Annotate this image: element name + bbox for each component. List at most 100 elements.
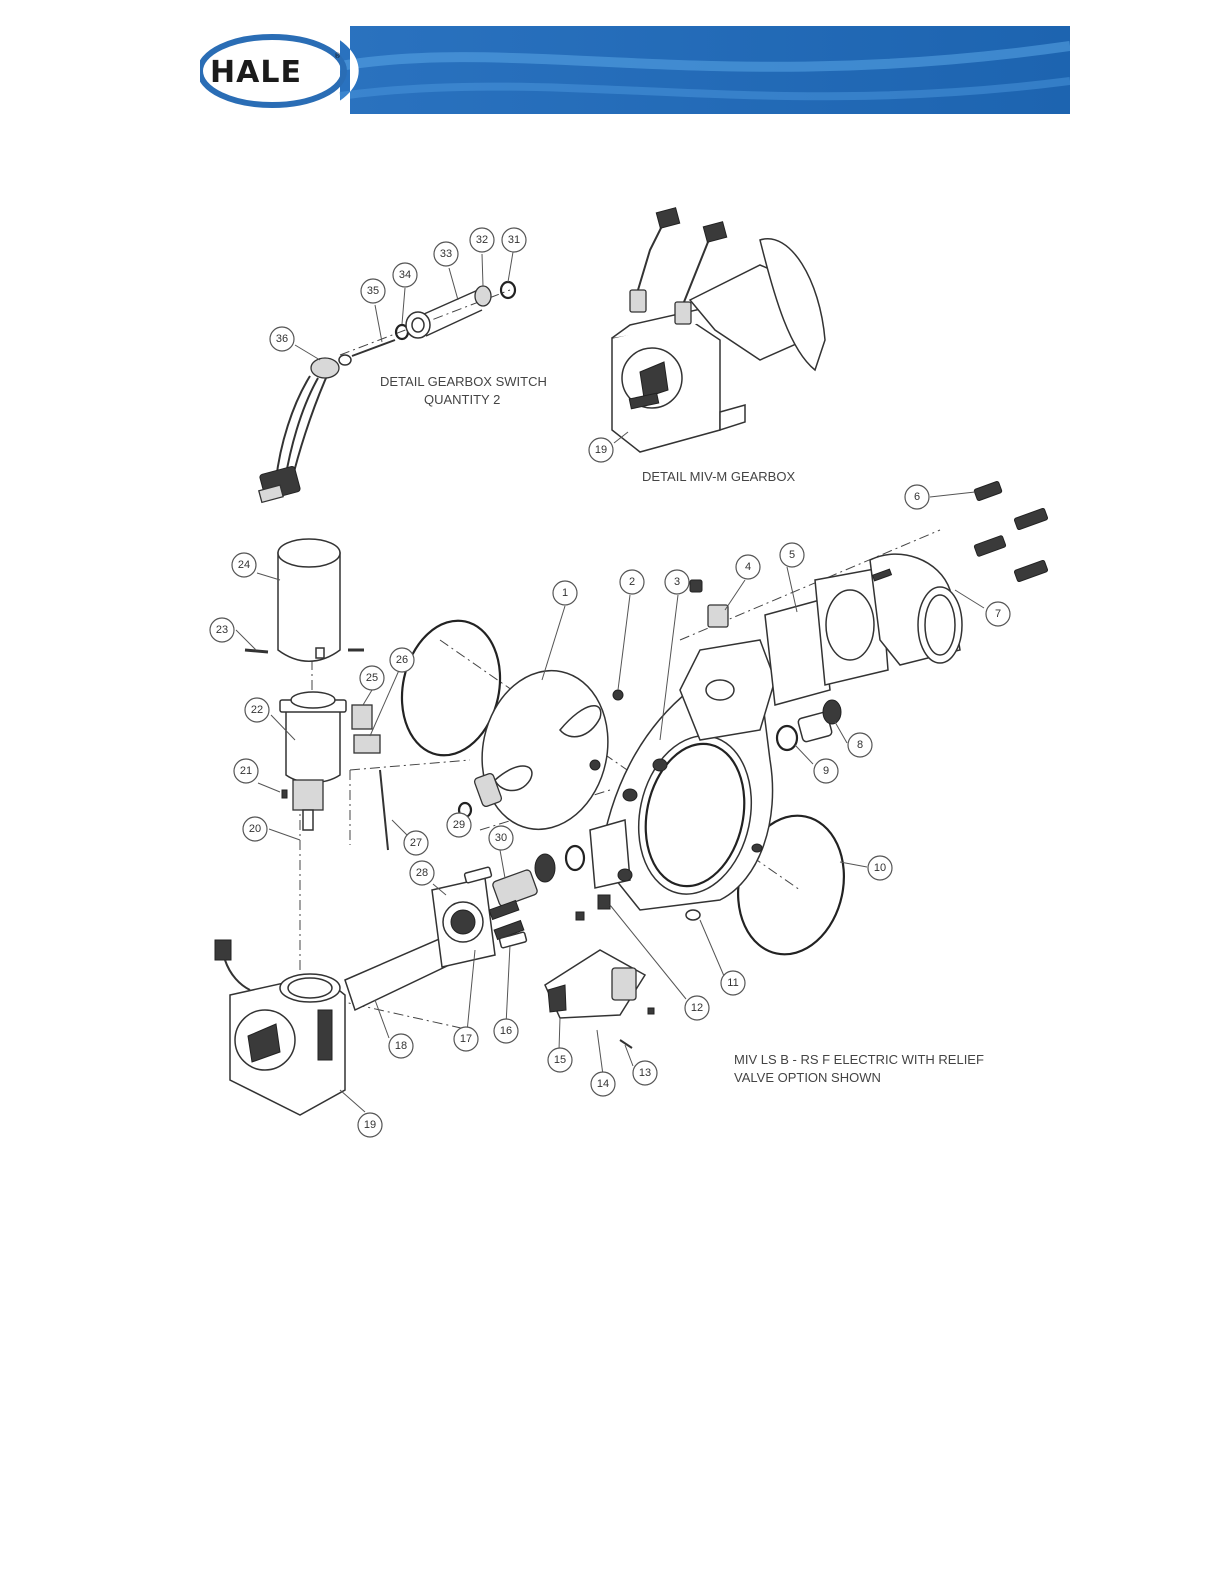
callout-5: 5 — [780, 543, 804, 567]
part-11-plug-icon — [686, 910, 700, 920]
callout-33: 33 — [434, 242, 458, 266]
part-14-screw-icon — [648, 1008, 654, 1014]
part-33-nut-icon — [406, 290, 482, 338]
svg-text:18: 18 — [395, 1040, 407, 1052]
svg-text:19: 19 — [595, 444, 607, 456]
svg-text:10: 10 — [874, 862, 886, 874]
svg-text:35: 35 — [367, 285, 379, 297]
part-2-plug-icon — [613, 690, 623, 700]
svg-text:1: 1 — [562, 587, 568, 599]
callout-19-detail: 19 — [589, 438, 613, 462]
callout-12: 12 — [685, 996, 709, 1020]
callout-22: 22 — [245, 698, 269, 722]
svg-text:4: 4 — [745, 561, 751, 573]
callout-14: 14 — [591, 1072, 615, 1096]
part-24-motor-cover-icon — [278, 539, 340, 661]
callout-9: 9 — [814, 759, 838, 783]
centerline — [350, 760, 470, 770]
detail-gearbox-title: DETAIL MIV-M GEARBOX — [642, 469, 795, 484]
part-4-plug-icon — [690, 580, 728, 627]
svg-text:34: 34 — [399, 269, 411, 281]
svg-text:14: 14 — [597, 1078, 609, 1090]
svg-text:6: 6 — [914, 491, 920, 503]
svg-text:27: 27 — [410, 837, 422, 849]
svg-text:2: 2 — [629, 576, 635, 588]
callout-10: 10 — [868, 856, 892, 880]
svg-text:28: 28 — [416, 867, 428, 879]
svg-text:19: 19 — [364, 1119, 376, 1131]
svg-text:7: 7 — [995, 608, 1001, 620]
part-23-screw-icon — [245, 650, 268, 652]
callout-29: 29 — [447, 813, 471, 837]
part-21-screw-icon — [282, 790, 287, 798]
callout-3: 3 — [665, 570, 689, 594]
callout-26: 26 — [390, 648, 414, 672]
callout-24: 24 — [232, 553, 256, 577]
svg-text:13: 13 — [639, 1067, 651, 1079]
option-note-line2: VALVE OPTION SHOWN — [734, 1070, 881, 1085]
part-2-plug-icon — [590, 760, 600, 770]
callout-21: 21 — [234, 759, 258, 783]
svg-text:22: 22 — [251, 704, 263, 716]
callout-28: 28 — [410, 861, 434, 885]
svg-text:36: 36 — [276, 333, 288, 345]
callout-31: 31 — [502, 228, 526, 252]
part-31-washer-icon — [501, 282, 515, 298]
svg-text:5: 5 — [789, 549, 795, 561]
part-1-ball-disc-icon — [468, 659, 623, 841]
part-3-valve-body-icon — [590, 640, 775, 910]
svg-text:17: 17 — [460, 1033, 472, 1045]
svg-text:20: 20 — [249, 823, 261, 835]
callout-34: 34 — [393, 263, 417, 287]
callout-6: 6 — [905, 485, 929, 509]
callout-36: 36 — [270, 327, 294, 351]
part-26-connector-icon — [354, 735, 380, 753]
svg-text:8: 8 — [857, 739, 863, 751]
callout-16: 16 — [494, 1019, 518, 1043]
callout-35: 35 — [361, 279, 385, 303]
part-7-elbow-flange-icon — [815, 554, 962, 685]
part-8-relief-valve-icon — [777, 700, 841, 750]
part-12-screw-icon — [598, 895, 610, 909]
part-32-fitting-icon — [475, 286, 491, 306]
svg-text:33: 33 — [440, 248, 452, 260]
svg-text:32: 32 — [476, 234, 488, 246]
part-30-bearing-stack-icon — [489, 846, 584, 939]
svg-text:15: 15 — [554, 1054, 566, 1066]
detail-switch-quantity: QUANTITY 2 — [424, 392, 500, 407]
callout-25: 25 — [360, 666, 384, 690]
callout-20: 20 — [243, 817, 267, 841]
part-15-cover-icon — [545, 950, 645, 1018]
svg-text:26: 26 — [396, 654, 408, 666]
part-12-screw-icon — [576, 912, 584, 920]
callout-7: 7 — [986, 602, 1010, 626]
svg-text:29: 29 — [453, 819, 465, 831]
part-36-switch-icon — [259, 355, 351, 502]
part-27-wire-icon — [380, 770, 388, 850]
svg-text:11: 11 — [727, 977, 738, 989]
svg-text:12: 12 — [691, 1002, 703, 1014]
callout-15: 15 — [548, 1048, 572, 1072]
callout-1: 1 — [553, 581, 577, 605]
option-note-line1: MIV LS B - RS F ELECTRIC WITH RELIEF — [734, 1052, 984, 1067]
callout-2: 2 — [620, 570, 644, 594]
detail-miv-m-gearbox: DETAIL MIV-M GEARBOX — [612, 208, 825, 484]
svg-text:3: 3 — [674, 576, 680, 588]
svg-text:23: 23 — [216, 624, 228, 636]
part-19-gearbox-icon — [215, 940, 345, 1115]
svg-text:16: 16 — [500, 1025, 512, 1037]
callout-4: 4 — [736, 555, 760, 579]
detail-switch-title: DETAIL GEARBOX SWITCH — [380, 374, 547, 389]
part-22-motor-icon — [280, 692, 346, 830]
svg-text:9: 9 — [823, 765, 829, 777]
callout-23: 23 — [210, 618, 234, 642]
callout-30: 30 — [489, 826, 513, 850]
callout-18: 18 — [389, 1034, 413, 1058]
callout-32: 32 — [470, 228, 494, 252]
callout-17: 17 — [454, 1027, 478, 1051]
svg-text:25: 25 — [366, 672, 378, 684]
callout-19: 19 — [358, 1113, 382, 1137]
svg-text:31: 31 — [508, 234, 520, 246]
svg-text:24: 24 — [238, 559, 250, 571]
